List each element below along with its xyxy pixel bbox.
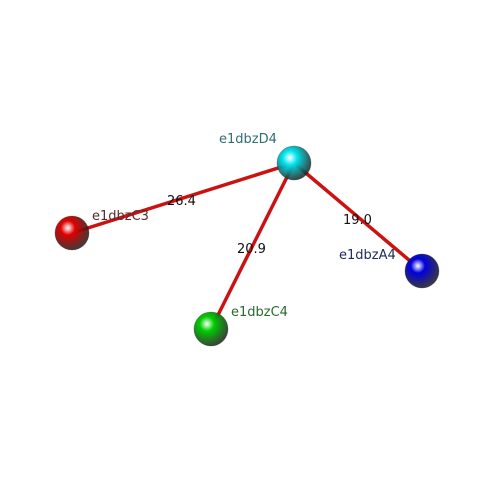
edge-label-d4-c4: 20.9 [237, 242, 266, 257]
edges-layer [70, 161, 424, 331]
node-e1dbzD4[interactable] [276, 145, 312, 181]
node-labels-layer: e1dbzD4 e1dbzC3 e1dbzC4 e1dbzA4 [92, 132, 396, 320]
node-e1dbzC3[interactable] [54, 215, 90, 251]
edge-label-d4-a4: 19.0 [343, 213, 372, 228]
node-label-e1dbzD4: e1dbzD4 [219, 132, 277, 147]
node-label-e1dbzC4: e1dbzC4 [231, 305, 288, 320]
nodes-layer [54, 145, 440, 347]
edge-d4-c3 [70, 161, 296, 235]
edge-label-d4-c3: 26.4 [167, 194, 196, 209]
edge-d4-a4 [292, 161, 424, 273]
node-label-e1dbzA4: e1dbzA4 [339, 248, 396, 263]
edge-labels-layer: 26.4 20.9 19.0 [167, 194, 372, 257]
node-label-e1dbzC3: e1dbzC3 [92, 209, 149, 224]
node-e1dbzA4[interactable] [404, 253, 440, 289]
node-e1dbzC4[interactable] [193, 311, 229, 347]
edge-d4-c4 [209, 161, 296, 331]
